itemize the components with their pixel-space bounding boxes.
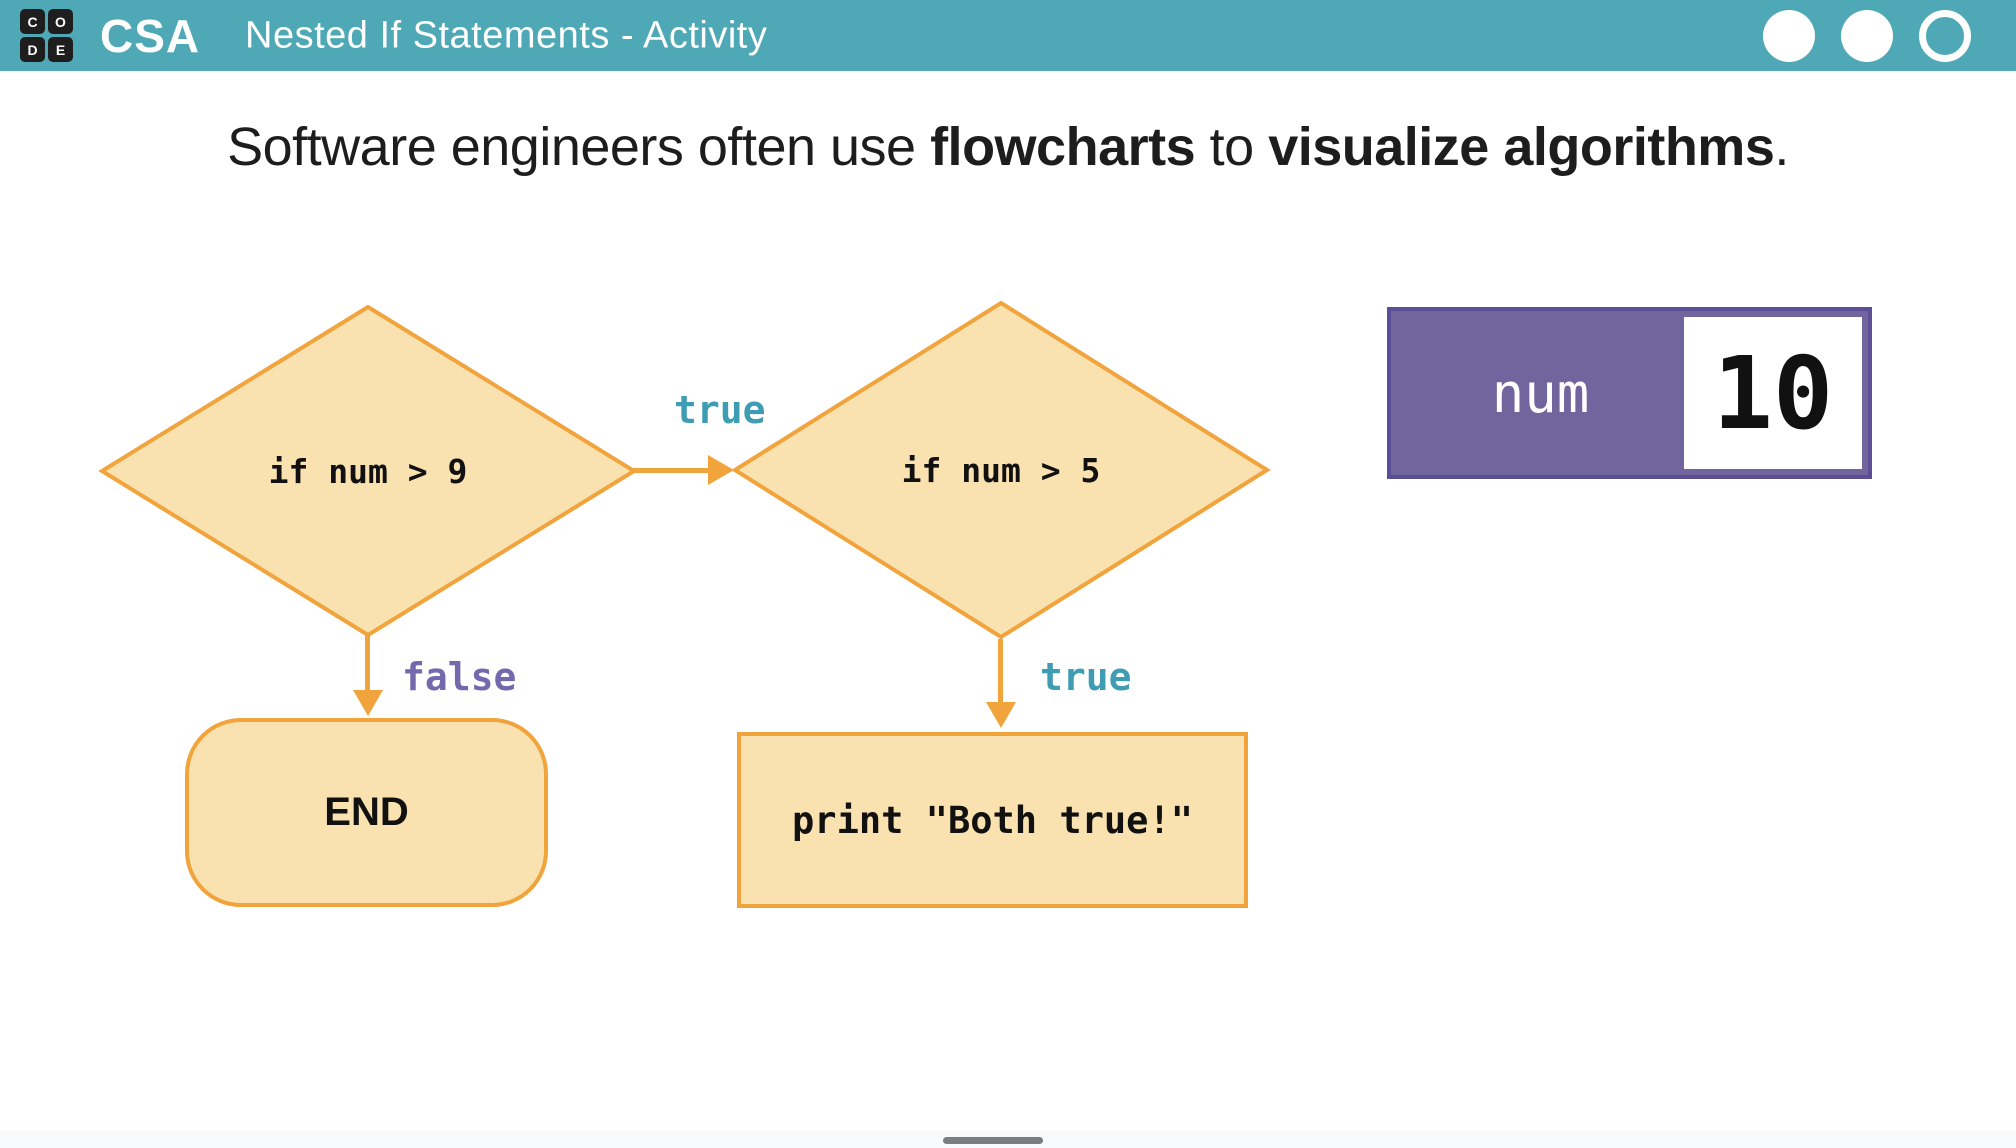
decision-diamond-2 bbox=[731, 300, 1271, 640]
variable-box: num 10 bbox=[1387, 307, 1872, 479]
logo-tile-d: D bbox=[20, 37, 45, 62]
arrow-true-1-label: true bbox=[674, 388, 766, 432]
decision-1-label: if num > 9 bbox=[268, 451, 468, 491]
arrow-true-2-label: true bbox=[1040, 655, 1132, 699]
arrow-false-label: false bbox=[402, 655, 517, 699]
variable-name: num bbox=[1491, 361, 1590, 425]
app-header: C O D E CSA Nested If Statements - Activ… bbox=[0, 0, 2016, 71]
decision-2-label: if num > 5 bbox=[901, 450, 1101, 490]
logo-tile-c: C bbox=[20, 9, 45, 34]
heading-text: to bbox=[1195, 117, 1269, 177]
code-org-logo-icon: C O D E bbox=[20, 9, 73, 62]
window-dot-3[interactable] bbox=[1919, 10, 1971, 62]
arrow-true-2-head-icon bbox=[986, 702, 1016, 728]
heading-text: . bbox=[1774, 117, 1789, 177]
arrow-false-head-icon bbox=[353, 690, 383, 716]
page-title: Software engineers often use flowcharts … bbox=[0, 116, 2016, 178]
arrow-true-1-head-icon bbox=[708, 455, 734, 485]
variable-value: 10 bbox=[1684, 317, 1862, 469]
arrow-true-2-shaft bbox=[998, 639, 1003, 704]
heading-bold-flowcharts: flowcharts bbox=[930, 117, 1196, 177]
heading-bold-visualize: visualize algorithms bbox=[1268, 117, 1775, 177]
drag-handle[interactable] bbox=[943, 1137, 1043, 1144]
print-node: print "Both true!" bbox=[737, 732, 1248, 908]
heading-text: Software engineers often use bbox=[227, 117, 931, 177]
brand-csa: CSA bbox=[100, 9, 201, 62]
window-dot-2[interactable] bbox=[1841, 10, 1893, 62]
window-dots bbox=[1763, 10, 1971, 62]
header-title: Nested If Statements - Activity bbox=[245, 14, 768, 56]
arrow-false-shaft bbox=[365, 636, 370, 692]
end-node: END bbox=[185, 718, 548, 907]
logo-tile-o: O bbox=[48, 9, 73, 34]
arrow-true-1-shaft bbox=[633, 468, 711, 473]
window-dot-1[interactable] bbox=[1763, 10, 1815, 62]
decision-diamond-1 bbox=[98, 304, 638, 638]
logo-tile-e: E bbox=[48, 37, 73, 62]
